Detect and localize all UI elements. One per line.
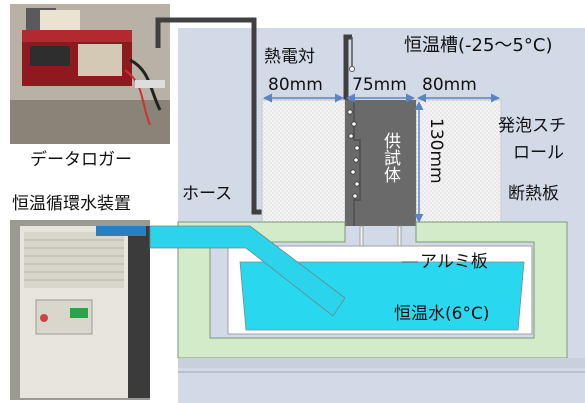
specimen-crack [353, 100, 361, 226]
width-right-label: 80mm [422, 75, 477, 95]
thermocouple-label: 熱電対 [264, 47, 315, 67]
styrofoam-label-line2: ロール [513, 143, 564, 163]
width-center-label: 75mm [352, 75, 407, 95]
specimen [345, 100, 416, 226]
specimen-label: 供試体 [380, 132, 400, 183]
insulation-board-label: 断熱板 [508, 184, 559, 204]
thermocouple-points [347, 109, 360, 199]
height-label: 130mm [426, 118, 446, 184]
constant-water-label: 恒温水(6°C) [394, 304, 490, 324]
dimension-arrows [263, 93, 500, 223]
circulator-photo [10, 220, 150, 400]
thermocouple-wire [155, 17, 352, 215]
hose-label: ホース [182, 184, 233, 204]
chamber-label: 恒温槽(-25～5°C) [404, 35, 553, 56]
chamber-floor [178, 358, 585, 368]
hose [149, 225, 346, 317]
width-left-label: 80mm [268, 75, 323, 95]
aluminum-plate-label: アルミ板 [420, 252, 488, 272]
circulator-label: 恒温循環水装置 [12, 194, 131, 214]
styrofoam-label-line1: 発泡スチ [498, 116, 566, 136]
data-logger-photo [10, 4, 170, 144]
styrofoam-left [261, 99, 346, 223]
data-logger-label: データロガー [30, 150, 132, 170]
styrofoam-right [415, 99, 502, 223]
